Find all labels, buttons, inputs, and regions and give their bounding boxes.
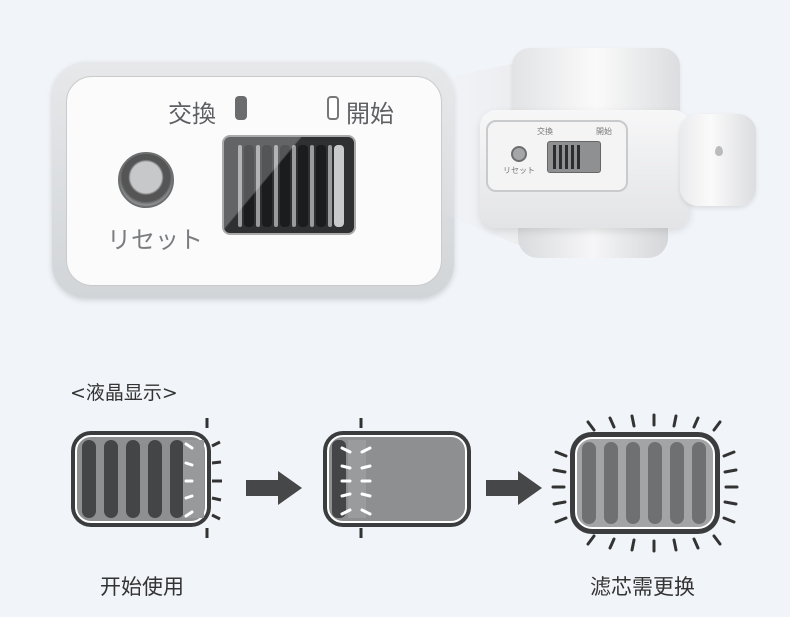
mini-lcd-segment	[559, 145, 562, 169]
lcd-segment	[104, 440, 118, 518]
mini-lcd-segment	[571, 145, 574, 169]
blink-ticks-outer	[205, 418, 222, 538]
lcd-segment	[82, 440, 96, 518]
lcd-segment-separator	[238, 145, 242, 227]
lcd-display	[222, 135, 356, 235]
reset-button[interactable]	[118, 152, 174, 208]
lcd-segment-blinking	[170, 440, 184, 518]
lcd-segment	[280, 145, 290, 227]
lcd-segment	[262, 145, 272, 227]
lcd-segment-empty	[183, 440, 204, 518]
mini-lcd-segment	[577, 145, 580, 169]
lcd-segment	[298, 145, 308, 227]
lcd-segment-separator	[310, 145, 314, 227]
mini-reset-label: リセット	[503, 166, 535, 175]
mini-start-label: 開始	[596, 127, 612, 136]
mini-reset-button	[511, 146, 527, 162]
lcd-segments-blinking	[582, 442, 706, 524]
blink-rays	[551, 413, 739, 553]
reset-label: リセット	[107, 226, 203, 254]
arrow-right-icon	[246, 471, 302, 505]
lcd-state-start	[71, 418, 222, 538]
lcd-glare	[224, 137, 354, 233]
blink-marks	[184, 442, 194, 518]
start-indicator-icon	[327, 96, 339, 120]
lcd-segment-blinking	[332, 440, 346, 518]
mini-lcd-display	[547, 141, 601, 173]
lcd-state-low	[323, 418, 471, 538]
mini-lcd-segment	[565, 145, 568, 169]
faucet-filter-spout	[680, 114, 756, 206]
lcd-segment	[126, 440, 140, 518]
water-drop-icon	[715, 146, 723, 156]
mini-exchange-label: 交換	[537, 127, 553, 136]
lcd-state-replace	[551, 413, 739, 553]
faucet-filter-top-cap	[512, 48, 680, 118]
mini-lcd-segment	[553, 145, 556, 169]
lcd-section-title: <液晶显示>	[70, 382, 178, 404]
lcd-segment-separator	[328, 145, 332, 227]
lcd-segment-separator	[274, 145, 278, 227]
lcd-segment-separator	[292, 145, 296, 227]
lcd-segment-separator	[256, 145, 260, 227]
caption-replace: 滤芯需更换	[590, 575, 695, 599]
lcd-segment	[334, 145, 344, 227]
start-label: 開始	[346, 100, 394, 128]
lcd-segment	[244, 145, 254, 227]
exchange-indicator-icon	[235, 96, 247, 120]
lcd-segment-empty	[348, 440, 366, 518]
lcd-segment	[316, 145, 326, 227]
caption-start: 开始使用	[100, 575, 184, 599]
lcd-segment	[148, 440, 162, 518]
arrow-right-icon	[486, 471, 542, 505]
exchange-label: 交換	[168, 100, 216, 128]
blink-marks	[340, 446, 372, 516]
